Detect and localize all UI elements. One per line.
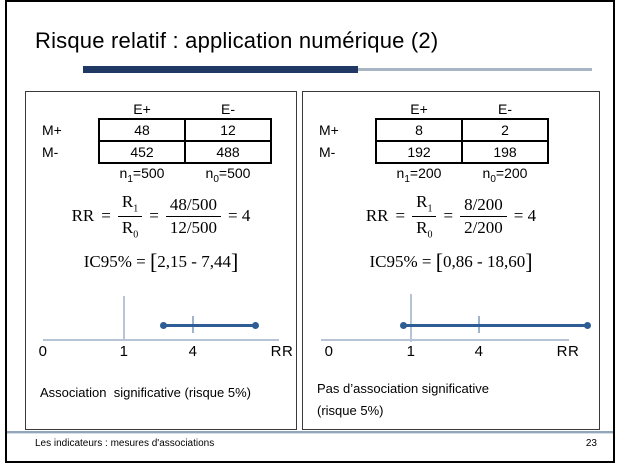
axis-label-0: 0 [38, 343, 48, 360]
column-total: n0=200 [482, 165, 528, 185]
risk-ratio-fraction: R1 R0 [117, 192, 143, 241]
axis-label-4: 4 [474, 343, 484, 360]
axis-label-4: 4 [188, 343, 198, 360]
column-total: n1=200 [396, 165, 442, 185]
col-header: E+ [133, 100, 151, 117]
table-totals-row: n1=200 n0=200 [309, 163, 548, 186]
formula-result: = 4 [513, 206, 537, 226]
column-total: n0=500 [205, 165, 251, 185]
formula-lhs: RR [365, 206, 389, 226]
axis-line [43, 339, 279, 341]
col-header: E- [498, 100, 512, 117]
ci-upper-dot [584, 322, 591, 329]
row-header: M+ [42, 122, 62, 138]
confidence-interval: IC95% = [0,86 - 18,60] [369, 248, 533, 274]
panel-left: E+ E- M+ 48 12 M- 452 488 n1=500 n0=500 … [25, 91, 297, 430]
confidence-interval: IC95% = [2,15 - 7,44] [83, 248, 239, 274]
table-cell: 8 [375, 118, 463, 142]
table-cell: 192 [375, 140, 463, 164]
table-cell: 2 [461, 118, 549, 142]
axis-label-rr: RR [556, 343, 580, 360]
panel-right: E+ E- M+ 8 2 M- 192 198 n1=200 n0=200 RR [302, 91, 600, 430]
axis-label-rr: RR [270, 343, 294, 360]
column-total: n1=500 [119, 165, 165, 185]
table-row: M- 452 488 [32, 140, 272, 164]
footer-title: Les indicateurs : mesures d'associations [35, 438, 215, 449]
number-line: 0 1 4 RR [26, 287, 296, 367]
axis-label-1: 1 [406, 343, 416, 360]
table-cell: 488 [184, 140, 272, 164]
table-cell: 198 [461, 140, 549, 164]
table-header-row: E+ E- [309, 99, 548, 119]
contingency-table: E+ E- M+ 8 2 M- 192 198 n1=200 n0=200 [309, 99, 549, 186]
table-header-row: E+ E- [32, 99, 271, 119]
formula-lhs: RR [71, 206, 95, 226]
title-rule-dark [83, 66, 358, 73]
page-number: 23 [585, 438, 597, 449]
ci-lower-dot [400, 322, 407, 329]
ci-lower-dot [160, 322, 167, 329]
col-header: E+ [410, 100, 428, 117]
ci-segment [160, 322, 259, 329]
contingency-table: E+ E- M+ 48 12 M- 452 488 n1=500 n0=500 [32, 99, 272, 186]
rr-formula: RR = R1 R0 = 8/200 2/200 = 4 IC95% = [0,… [303, 192, 599, 275]
table-cell: 48 [98, 118, 186, 142]
ci-upper-dot [252, 322, 259, 329]
number-line: 0 1 4 RR [303, 287, 599, 367]
row-header: M- [319, 144, 336, 160]
axis-label-0: 0 [324, 343, 334, 360]
table-row: M+ 8 2 [309, 118, 549, 142]
table-cell: 12 [184, 118, 272, 142]
axis-line [321, 339, 569, 341]
axis-label-1: 1 [119, 343, 129, 360]
reference-line-at-1 [410, 294, 412, 342]
title-rule-light [358, 68, 592, 71]
conclusion-text: Association significative (risque 5%) [40, 385, 251, 400]
row-header: M+ [319, 122, 339, 138]
numeric-fraction: 8/200 2/200 [460, 195, 507, 237]
formula-result: = 4 [228, 206, 251, 226]
numeric-fraction: 48/500 12/500 [165, 195, 222, 237]
table-row: M+ 48 12 [32, 118, 272, 142]
conclusion-text: Pas d’association significative(risque 5… [317, 381, 489, 418]
table-cell: 452 [98, 140, 186, 164]
table-row: M- 192 198 [309, 140, 549, 164]
row-header: M- [42, 144, 59, 160]
slide: Risque relatif : application numérique (… [5, 0, 615, 463]
col-header: E- [221, 100, 235, 117]
slide-title: Risque relatif : application numérique (… [35, 28, 439, 53]
risk-ratio-fraction: R1 R0 [412, 192, 437, 241]
ci-segment [400, 322, 591, 329]
reference-line-at-1 [123, 296, 125, 339]
rr-formula: RR = R1 R0 = 48/500 12/500 = 4 IC95% = [… [26, 192, 296, 275]
table-totals-row: n1=500 n0=500 [32, 163, 271, 186]
footer-separator [7, 431, 613, 434]
